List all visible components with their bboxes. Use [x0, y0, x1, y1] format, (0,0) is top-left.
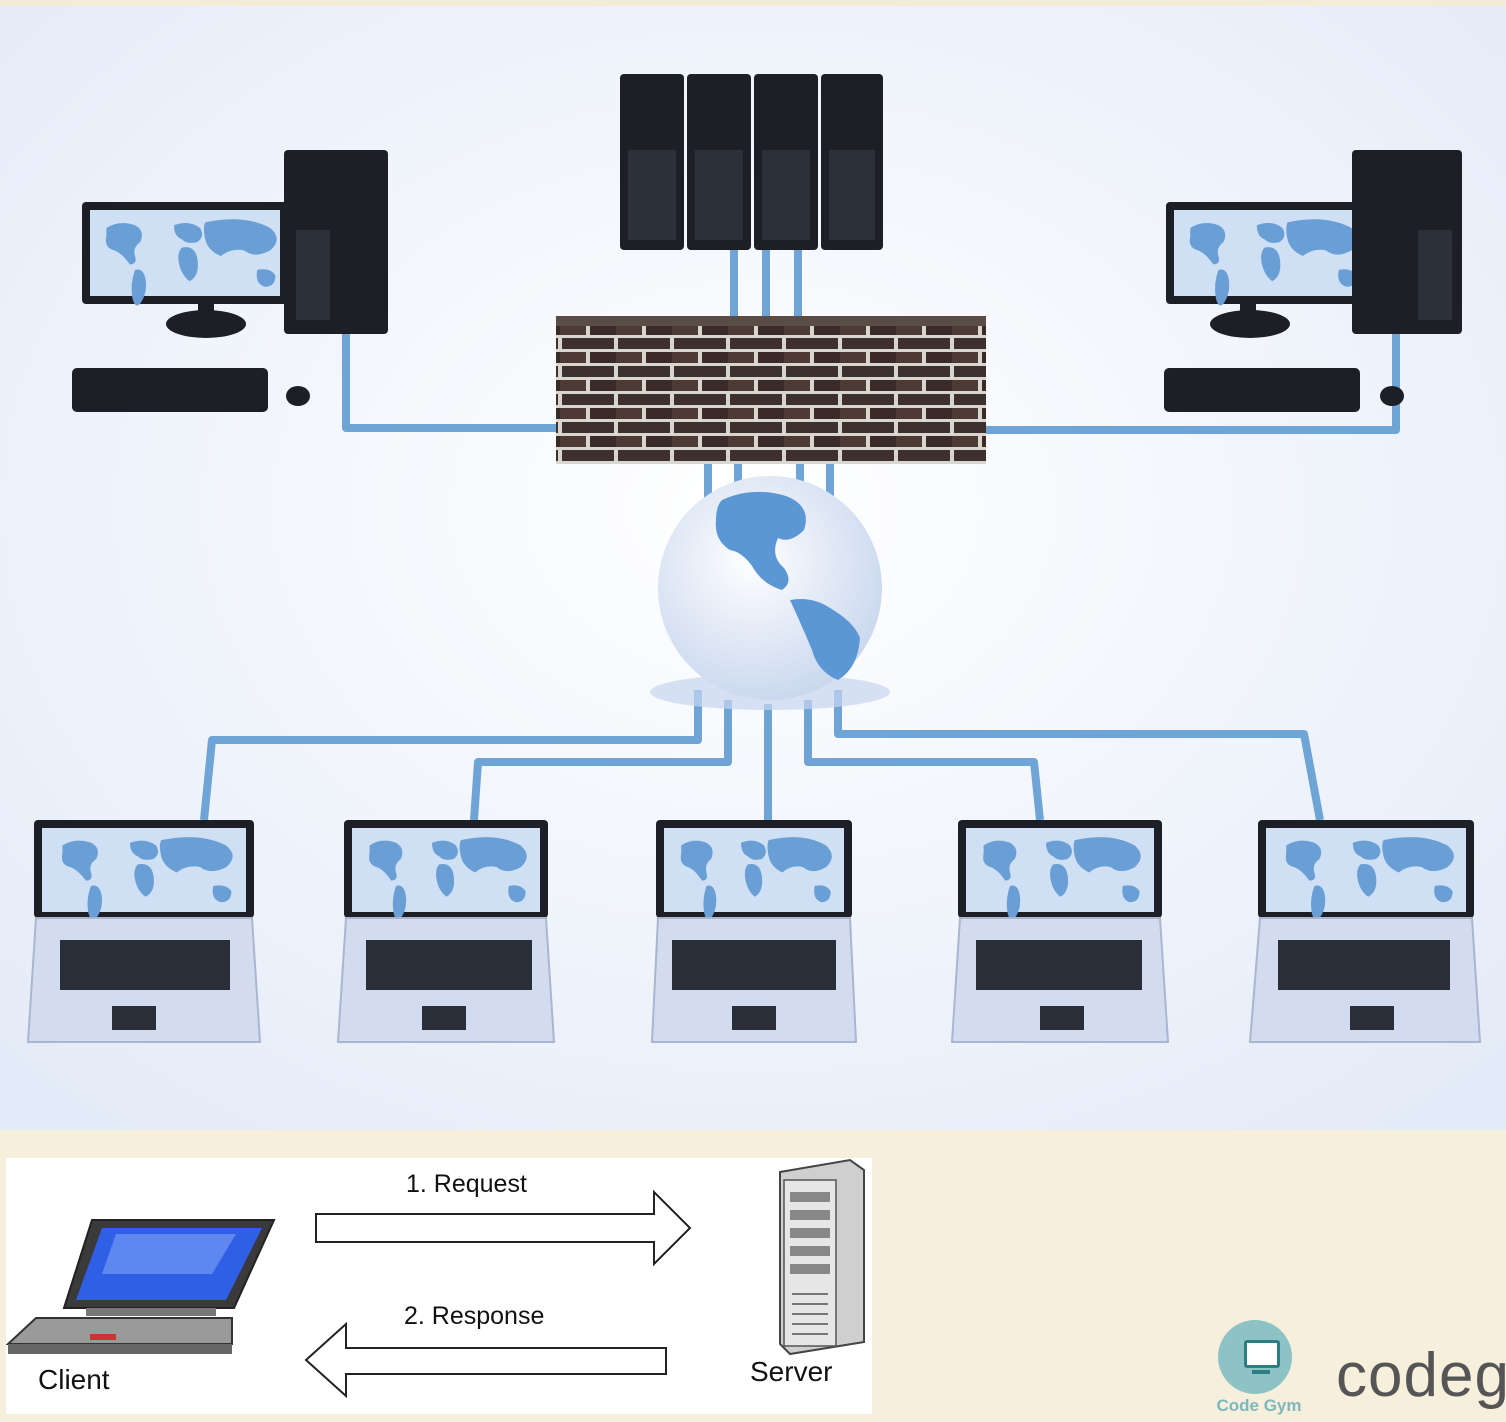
firewall-wall [556, 316, 986, 464]
laptop [1248, 820, 1482, 1043]
server-rack [620, 74, 684, 250]
client-server-diagram: 1. Request 2. Response Client Server [6, 1158, 872, 1414]
server-tower-icon [779, 1158, 865, 1356]
network-illustration [0, 0, 1506, 1130]
laptop [650, 820, 858, 1043]
request-arrow [315, 1189, 692, 1267]
response-label: 2. Response [404, 1302, 545, 1330]
logo-text: Code Gym [1216, 1396, 1302, 1415]
brand-wordmark: codeg [1336, 1341, 1506, 1410]
laptop [950, 820, 1170, 1043]
monitor-power-icon [1218, 1320, 1292, 1394]
request-label: 1. Request [406, 1170, 527, 1198]
codegym-logo: Code Gym [1204, 1316, 1314, 1420]
client-label: Client [38, 1364, 110, 1395]
laptop [26, 820, 262, 1043]
laptops [26, 820, 1482, 1043]
network-cables [200, 248, 1400, 821]
server-rack [821, 74, 883, 250]
server-rack [687, 74, 751, 250]
internet-globe [650, 476, 890, 710]
laptop [336, 820, 556, 1043]
client-laptop-icon [6, 1219, 276, 1354]
desktop-computer-right [1164, 150, 1462, 412]
desktop-computer-left [72, 150, 388, 412]
response-arrow [304, 1321, 667, 1399]
server-label: Server [750, 1356, 833, 1387]
server-racks [620, 74, 883, 250]
server-rack [754, 74, 818, 250]
